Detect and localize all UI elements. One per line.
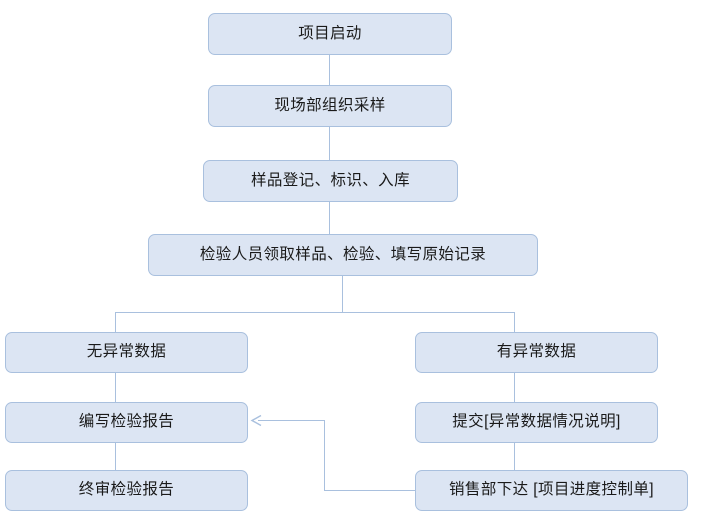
connector-inspect-branch-stem (342, 276, 343, 313)
connector-register-to-inspect (329, 201, 330, 235)
connector-feedback-bottom (324, 490, 416, 491)
node-final-report-label: 终审检验报告 (78, 481, 175, 499)
connector-branch-left-drop (115, 312, 116, 333)
node-write-report-label: 编写检验报告 (78, 413, 175, 431)
node-sales-dispatch-label: 销售部下达 [项目进度控制单] (449, 481, 654, 499)
feedback-arrow-head-icon (250, 414, 262, 427)
node-has-anomaly-label: 有异常数据 (496, 343, 577, 361)
node-sampling-label: 现场部组织采样 (274, 96, 386, 114)
node-register-label: 样品登记、标识、入库 (250, 171, 410, 189)
node-inspect-label: 检验人员领取样品、检验、填写原始记录 (199, 245, 487, 263)
connector-submit-to-sales (514, 442, 515, 471)
node-final-report[interactable]: 终审检验报告 (5, 470, 248, 511)
connector-start-to-sampling (329, 54, 330, 86)
connector-feedback-top (258, 420, 325, 421)
node-has-anomaly[interactable]: 有异常数据 (415, 332, 658, 373)
connector-feedback-vertical (324, 420, 325, 491)
connector-write-to-final (115, 442, 116, 471)
node-start[interactable]: 项目启动 (208, 13, 452, 55)
connector-sampling-to-register (329, 127, 330, 161)
connector-has-anomaly-to-submit (514, 372, 515, 403)
node-inspect[interactable]: 检验人员领取样品、检验、填写原始记录 (148, 234, 538, 276)
node-no-anomaly[interactable]: 无异常数据 (5, 332, 248, 373)
node-sampling[interactable]: 现场部组织采样 (208, 85, 452, 127)
node-write-report[interactable]: 编写检验报告 (5, 402, 248, 443)
connector-no-anomaly-to-write (115, 372, 116, 403)
node-sales-dispatch[interactable]: 销售部下达 [项目进度控制单] (415, 470, 688, 511)
node-submit-anomaly-label: 提交[异常数据情况说明] (452, 413, 621, 431)
connector-branch-horizontal (115, 312, 515, 313)
node-register[interactable]: 样品登记、标识、入库 (203, 160, 458, 202)
node-no-anomaly-label: 无异常数据 (86, 343, 167, 361)
node-submit-anomaly[interactable]: 提交[异常数据情况说明] (415, 402, 658, 443)
connector-branch-right-drop (514, 312, 515, 333)
node-start-label: 项目启动 (298, 24, 362, 42)
